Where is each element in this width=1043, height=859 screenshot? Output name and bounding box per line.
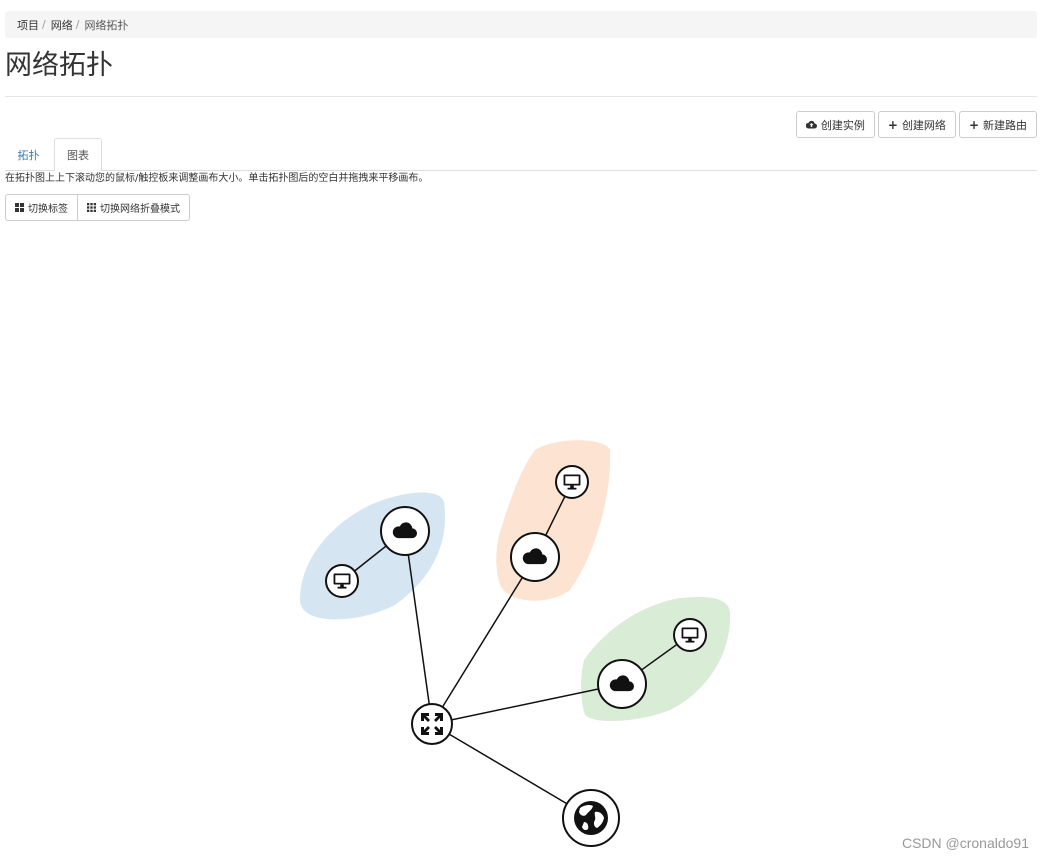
network-node-green[interactable] [597,659,647,709]
breadcrumb-separator: / [75,18,80,31]
link-router-net-green [431,683,623,725]
external-network-node[interactable] [562,789,620,847]
plus-icon: + [887,117,898,132]
toggle-labels-label: 切换标签 [28,204,68,215]
breadcrumb-item-topology: 网络拓扑 [84,18,129,32]
create-network-button[interactable]: + 创建网络 [877,111,956,138]
link-router-net-blue [404,530,433,725]
router-icon [421,713,443,735]
network-node-blue[interactable] [380,506,430,556]
create-instance-button[interactable]: 创建实例 [795,111,875,138]
create-router-label: 新建路由 [983,118,1027,132]
page-title: 网络拓扑 [5,50,113,81]
tab-graph[interactable]: 图表 [54,138,102,171]
network-node-orange[interactable] [510,532,560,582]
watermark: CSDN @cronaldo91 [901,835,1029,851]
breadcrumb-item-project[interactable]: 项目 [17,18,39,32]
router-node[interactable] [411,703,453,745]
create-router-button[interactable]: + 新建路由 [958,111,1037,138]
title-divider [5,96,1037,97]
plus-icon: + [968,117,979,132]
link-router-external [431,723,592,819]
toggle-labels-button[interactable]: 切换标签 [5,194,78,221]
instance-node-blue[interactable] [325,564,359,598]
topology-canvas[interactable] [0,224,1043,859]
th-large-icon [15,203,24,212]
instance-node-orange[interactable] [555,465,589,499]
canvas-help-text: 在拓扑图上上下滚动您的鼠标/触控板来调整画布大小。单击拓扑图后的空白并拖拽来平移… [5,173,429,184]
breadcrumb-separator: / [42,18,46,31]
th-icon [87,203,96,212]
view-tabs: 拓扑 图表 [5,138,1037,171]
globe-icon [574,801,608,835]
breadcrumb-item-network[interactable]: 网络 [50,18,73,32]
toggle-collapse-label: 切换网络折叠模式 [100,204,180,215]
create-instance-label: 创建实例 [820,118,865,132]
tab-topology[interactable]: 拓扑 [17,148,40,162]
instance-node-green[interactable] [673,618,707,652]
breadcrumb: 项目 / 网络 / 网络拓扑 [5,11,1037,38]
toggle-collapse-button[interactable]: 切换网络折叠模式 [77,194,190,221]
action-toolbar: 创建实例 + 创建网络 + 新建路由 [795,111,1037,138]
toggle-button-group: 切换标签 切换网络折叠模式 [5,194,190,221]
link-router-net-orange [431,556,536,725]
cloud-upload-icon [805,120,817,129]
create-network-label: 创建网络 [901,118,946,132]
